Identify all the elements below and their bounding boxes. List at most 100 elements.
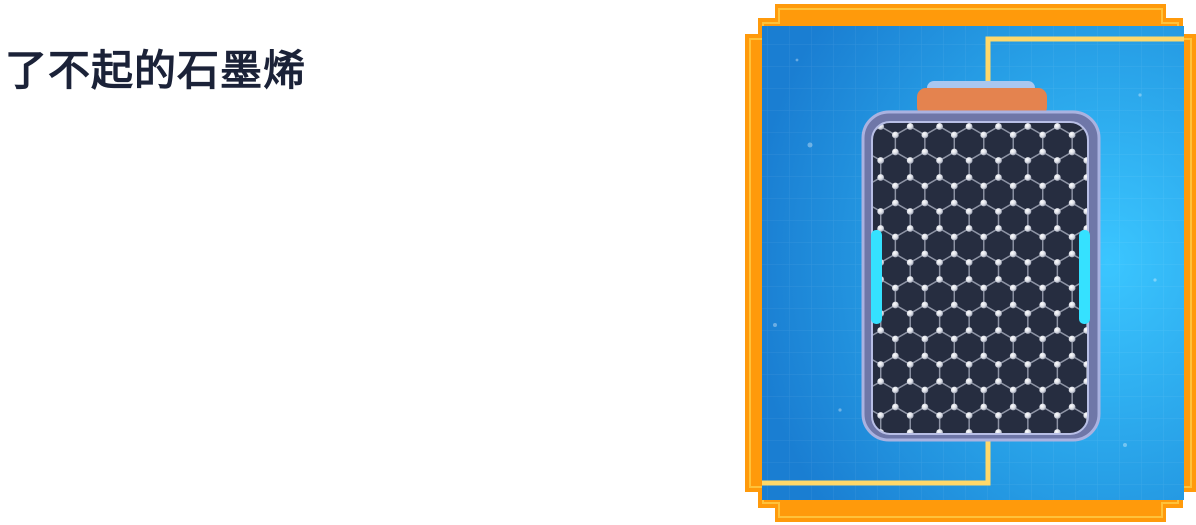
lattice-atom (921, 182, 929, 190)
lattice-atom (980, 148, 988, 156)
lattice-atom (1009, 386, 1017, 394)
lattice-atom (936, 327, 943, 334)
lattice-atom (1009, 131, 1017, 139)
lattice-atom (1083, 208, 1088, 215)
lattice-atom (1054, 378, 1061, 385)
lattice-atom (1083, 378, 1088, 385)
lattice-atom (950, 250, 958, 258)
lattice-atom (936, 276, 943, 283)
lattice-atom (1009, 233, 1017, 241)
lattice-atom (1039, 182, 1047, 190)
lattice-atom (965, 174, 973, 181)
lattice-atom (1024, 157, 1032, 164)
lattice-atom (921, 352, 929, 360)
lattice-atom (906, 361, 914, 368)
lattice-atom (965, 429, 973, 434)
lattice-atom (950, 301, 958, 309)
lattice-atom (1068, 233, 1076, 241)
lattice-atom (995, 412, 1002, 419)
lattice-atom (892, 182, 899, 190)
lattice-atom (980, 352, 988, 360)
lattice-atom (965, 208, 973, 215)
lattice-atom (1009, 182, 1017, 190)
lattice-atom (921, 403, 929, 411)
lattice-atom (906, 310, 914, 317)
lattice-atom (1039, 233, 1047, 241)
lattice-atom (980, 182, 988, 190)
lattice-atom (995, 174, 1002, 181)
lattice-atom (936, 429, 944, 434)
lattice-atom (921, 284, 929, 292)
lattice-atom (921, 335, 929, 343)
lattice-atom (906, 378, 914, 385)
lattice-atom (936, 259, 943, 266)
lattice-atom (936, 174, 943, 181)
lattice-atom (921, 233, 929, 241)
lattice-atom (892, 403, 899, 411)
lattice-atom (906, 157, 914, 164)
lattice-atom (1054, 225, 1061, 232)
lattice-atom (950, 131, 958, 139)
lattice-atom (877, 208, 885, 215)
lattice-atom (1024, 123, 1032, 130)
lattice-atom (1009, 352, 1017, 360)
lattice-atom (980, 284, 988, 292)
lattice-atom (877, 378, 885, 385)
lattice-atom (877, 157, 885, 164)
lattice-atom (980, 199, 988, 207)
lattice-atom (936, 225, 943, 232)
lattice-atom (950, 182, 958, 190)
lattice-atom (1039, 199, 1047, 207)
lattice-atom (980, 131, 988, 139)
wire-bottom (762, 438, 991, 486)
lattice-atom (921, 301, 929, 309)
lattice-atom (1054, 208, 1061, 215)
lattice-atom (995, 276, 1002, 283)
lattice-atom (936, 361, 943, 368)
lattice-atom (965, 259, 973, 266)
lattice-atom (921, 199, 929, 207)
lattice-atom (892, 233, 899, 241)
lattice-atom (1039, 352, 1047, 360)
lattice-atom (1024, 378, 1032, 385)
battery-cap (917, 88, 1047, 116)
lattice-atom (936, 208, 943, 215)
lattice-atom (892, 352, 899, 360)
lattice-atom (877, 361, 885, 368)
lattice-atom (1083, 361, 1088, 368)
lattice-atom (1083, 412, 1088, 419)
lattice-atom (950, 352, 958, 360)
lattice-atom (950, 233, 958, 241)
lattice-atom (1009, 284, 1017, 292)
lattice-atom (965, 412, 973, 419)
lattice-atom (1068, 182, 1076, 190)
lattice-atom (892, 131, 899, 139)
lattice-atom (1024, 327, 1032, 334)
lattice-atoms (877, 123, 1088, 434)
lattice-atom (921, 131, 929, 139)
lattice-atom (1024, 259, 1032, 266)
lattice-atom (965, 361, 973, 368)
lattice-atom (980, 301, 988, 309)
lattice-atom (1009, 403, 1017, 411)
lattice-atom (936, 157, 943, 164)
lattice-atom (995, 123, 1002, 130)
lattice-atom (1009, 335, 1017, 343)
lattice-atom (906, 276, 914, 283)
lattice-atom (1068, 403, 1076, 411)
lattice-atom (892, 199, 899, 207)
graphene-battery-illustration (745, 0, 1196, 525)
lattice-atom (1068, 250, 1076, 258)
lattice-atom (906, 412, 914, 419)
lattice-atom (995, 378, 1002, 385)
lattice-atom (965, 327, 973, 334)
lattice-atom (1024, 310, 1032, 317)
lattice-atom (980, 250, 988, 258)
lattice-atom (1083, 174, 1088, 181)
graphene-lattice (872, 122, 1088, 434)
lattice-atom (1039, 131, 1047, 139)
lattice-atom (950, 199, 958, 207)
lattice-atom (1054, 174, 1061, 181)
lattice-atom (995, 225, 1002, 232)
